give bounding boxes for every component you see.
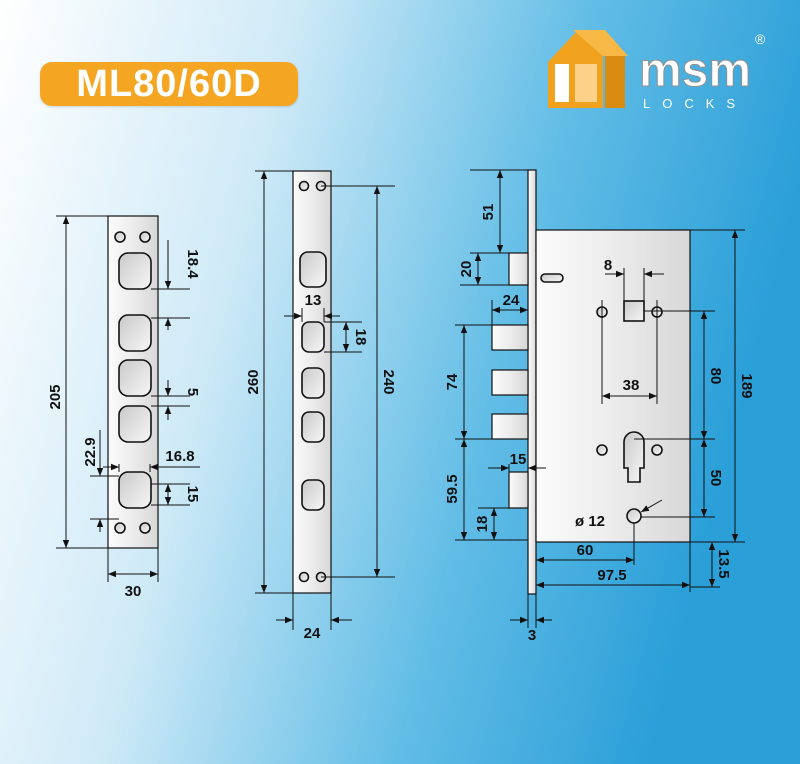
- dim-18-lower: 18: [474, 516, 491, 533]
- dim-5: 5: [184, 388, 201, 396]
- dim-24-bolt: 24: [503, 292, 520, 309]
- dim-3: 3: [528, 627, 536, 644]
- dim-15-lower: 15: [510, 451, 527, 468]
- dim-18-4: 18.4: [184, 249, 201, 279]
- left-strike-plate: 205 30 18.4 5 22.9 16.8 15: [47, 215, 201, 600]
- dim-24-plate: 24: [304, 625, 321, 642]
- dim-13: 13: [305, 292, 322, 309]
- dim-15: 15: [184, 486, 201, 503]
- dim-dia-12: ø 12: [575, 513, 605, 530]
- dim-97-5: 97.5: [597, 567, 626, 584]
- dim-16-8: 16.8: [165, 448, 194, 465]
- dim-240: 240: [380, 369, 397, 394]
- dim-38: 38: [623, 377, 640, 394]
- dim-260: 260: [245, 369, 262, 394]
- dim-8: 8: [604, 257, 612, 274]
- dim-80: 80: [707, 368, 724, 385]
- dim-59-5: 59.5: [444, 474, 461, 503]
- dim-20: 20: [458, 261, 475, 278]
- dim-60: 60: [577, 542, 594, 559]
- brand-logo: msm LOCKS ®: [548, 30, 766, 111]
- dim-22-9: 22.9: [82, 437, 99, 466]
- model-title-badge: ML80/60D: [40, 62, 298, 106]
- middle-face-plate: 260 240 24 13 18: [245, 170, 397, 642]
- model-title: ML80/60D: [76, 62, 262, 105]
- dim-189: 189: [738, 373, 755, 398]
- dim-50: 50: [707, 470, 724, 487]
- dim-18-plate: 18: [352, 329, 369, 346]
- brand-name: msm: [639, 44, 751, 97]
- dim-13-5: 13.5: [715, 549, 732, 578]
- dim-205: 205: [47, 384, 64, 409]
- dim-30: 30: [125, 583, 142, 600]
- dim-74: 74: [444, 373, 461, 390]
- house-logo-icon: [548, 30, 628, 108]
- brand-sub: LOCKS: [643, 96, 747, 111]
- lock-body: 51 20 24 74 59.5 15 18 8 38 80 189 50 ø …: [444, 169, 755, 644]
- registered-mark: ®: [755, 31, 766, 47]
- dim-51: 51: [480, 204, 497, 221]
